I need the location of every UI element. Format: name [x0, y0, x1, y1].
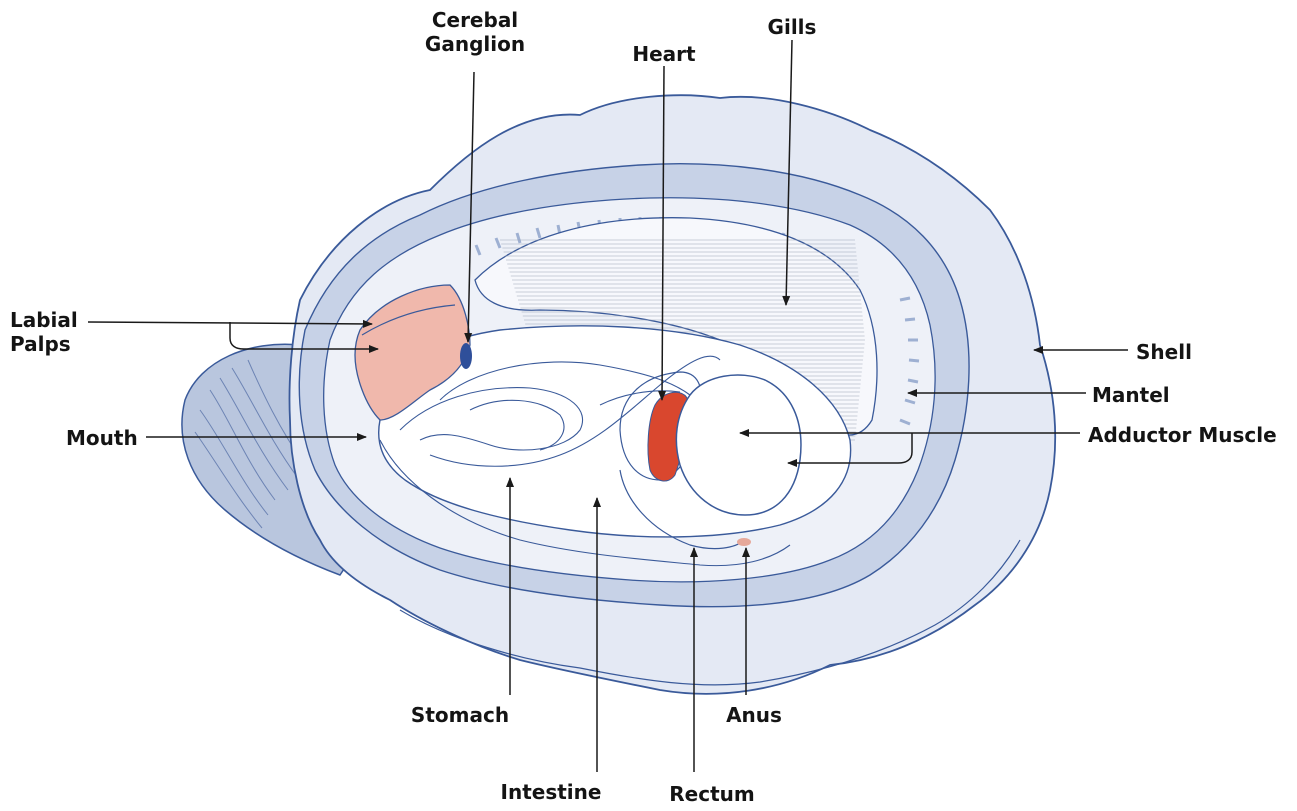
- label-cerebral-ganglion-line2: Ganglion: [420, 32, 530, 56]
- label-cerebral-ganglion: Cerebal Ganglion: [420, 8, 530, 56]
- label-labial-palps: Labial Palps: [10, 308, 78, 356]
- cerebral-ganglion: [460, 343, 472, 369]
- label-mouth: Mouth: [66, 426, 138, 450]
- label-anus: Anus: [724, 703, 784, 727]
- label-labial-palps-line1: Labial: [10, 308, 78, 332]
- label-shell: Shell: [1136, 340, 1192, 364]
- anus: [737, 538, 751, 546]
- label-gills: Gills: [757, 15, 827, 39]
- label-heart: Heart: [624, 42, 704, 66]
- label-cerebral-ganglion-line1: Cerebal: [420, 8, 530, 32]
- label-adductor-muscle: Adductor Muscle: [1088, 423, 1277, 447]
- label-mantel: Mantel: [1092, 383, 1170, 407]
- label-labial-palps-line2: Palps: [10, 332, 78, 356]
- label-intestine: Intestine: [496, 780, 606, 804]
- label-rectum: Rectum: [662, 782, 762, 806]
- label-stomach: Stomach: [400, 703, 520, 727]
